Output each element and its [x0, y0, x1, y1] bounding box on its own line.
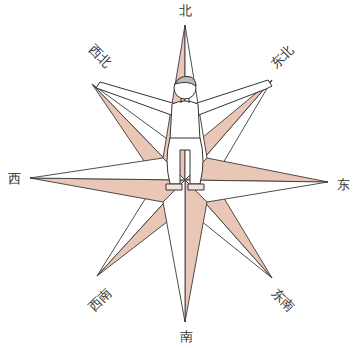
direction-label: 西北	[86, 42, 114, 70]
direction-label: 南	[180, 330, 193, 343]
child-figure	[96, 76, 272, 190]
direction-label: 西	[8, 172, 21, 185]
direction-label: 西南	[86, 286, 114, 314]
direction-label: 东	[337, 178, 350, 191]
direction-label: 东北	[268, 43, 296, 71]
direction-label: 北	[179, 4, 192, 17]
direction-label: 东南	[269, 286, 297, 314]
